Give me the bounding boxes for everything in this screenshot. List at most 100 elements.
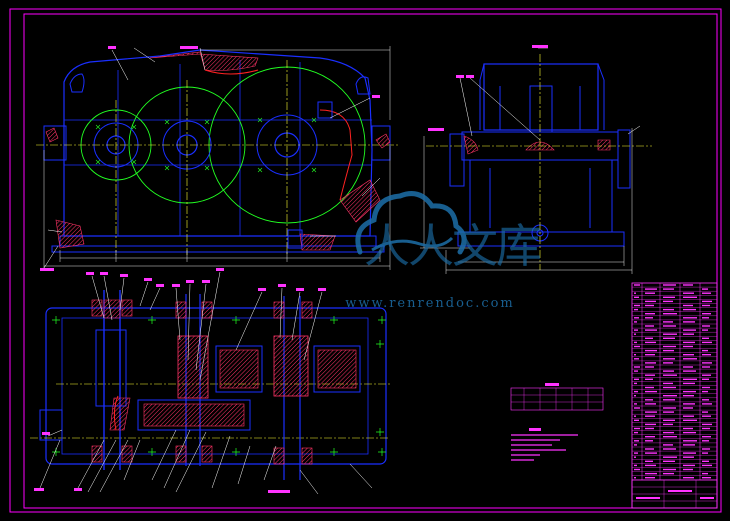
parts-cell-mark — [645, 304, 654, 307]
parts-cell-mark — [683, 358, 697, 360]
parts-cell-mark — [683, 440, 697, 442]
parts-cell-mark — [683, 296, 697, 298]
parts-cell-mark — [702, 304, 710, 307]
plan-section-view — [30, 268, 390, 495]
parts-cell-mark — [645, 423, 656, 426]
parts-cell-mark — [663, 321, 673, 323]
parts-cell-mark — [634, 464, 637, 467]
parts-cell-mark — [683, 345, 693, 348]
parts-cell-mark — [634, 284, 640, 286]
parts-cell-mark — [702, 349, 708, 352]
parts-cell-mark — [634, 378, 639, 380]
parts-cell-mark — [702, 472, 708, 475]
parts-cell-mark — [645, 452, 657, 454]
parts-cell-mark — [663, 300, 673, 303]
parts-cell-mark — [663, 460, 675, 462]
parts-cell-mark — [663, 362, 673, 364]
parts-cell-mark — [683, 366, 693, 368]
parts-cell-mark — [663, 358, 675, 360]
parts-cell-mark — [645, 386, 654, 389]
parts-cell-mark — [702, 317, 709, 319]
parts-cell-mark — [663, 423, 673, 426]
parts-cell-mark — [683, 427, 693, 430]
parts-cell-mark — [683, 403, 695, 405]
inner-frame — [23, 13, 718, 509]
parts-cell-mark — [702, 460, 709, 462]
parts-cell-mark — [634, 366, 640, 368]
parts-cell-mark — [663, 337, 675, 339]
parts-cell-mark — [683, 321, 695, 323]
parts-cell-mark — [645, 366, 654, 368]
parts-cell-mark — [683, 304, 693, 307]
parts-cell-mark — [645, 440, 653, 442]
parts-cell-mark — [645, 436, 655, 438]
parts-cell-mark — [645, 349, 657, 352]
parts-cell-mark — [683, 317, 697, 319]
parts-cell-mark — [683, 456, 694, 458]
parts-cell-mark — [683, 382, 695, 385]
parts-cell-mark — [683, 477, 694, 479]
parts-cell-mark — [634, 321, 637, 323]
parts-cell-mark — [634, 395, 636, 397]
parts-cell-mark — [634, 382, 637, 385]
parts-cell-mark — [634, 333, 636, 335]
parts-cell-mark — [702, 403, 712, 405]
parts-cell-mark — [634, 329, 638, 331]
parts-cell-mark — [645, 411, 657, 413]
parts-cell-mark — [645, 354, 655, 356]
parts-cell-mark — [645, 460, 653, 462]
parts-cell-mark — [683, 284, 693, 286]
parts-cell-mark — [663, 407, 676, 409]
parts-cell-mark — [683, 333, 694, 335]
cloud-logo-icon — [355, 191, 467, 255]
parts-cell-mark — [663, 382, 673, 385]
parts-cell-mark — [645, 427, 654, 430]
parts-cell-mark — [645, 477, 655, 479]
parts-cell-mark — [683, 468, 693, 471]
parts-cell-mark — [663, 288, 674, 290]
parts-cell-mark — [634, 358, 639, 360]
parts-cell-mark — [702, 448, 710, 450]
parts-cell-mark — [634, 341, 637, 344]
parts-cell-mark — [683, 329, 696, 331]
parts-cell-mark — [645, 317, 653, 319]
parts-cell-mark — [663, 345, 676, 348]
parts-cell-mark — [702, 378, 709, 380]
parts-cell-mark — [645, 415, 655, 417]
parts-cell-mark — [702, 337, 709, 339]
parts-cell-mark — [683, 415, 694, 417]
parts-cell-mark — [645, 362, 656, 364]
parts-cell-mark — [683, 354, 694, 356]
parts-cell-mark — [645, 390, 657, 393]
parts-cell-mark — [645, 329, 657, 331]
parts-cell-mark — [645, 292, 655, 294]
parts-cell-mark — [634, 296, 639, 298]
parts-cell-mark — [702, 325, 710, 327]
watermark-url: www.renrendoc.com — [345, 296, 515, 311]
parts-cell-mark — [702, 427, 710, 430]
parts-cell-mark — [645, 378, 653, 380]
parts-cell-mark — [663, 325, 676, 327]
parts-cell-mark — [663, 419, 675, 421]
parts-cell-mark — [663, 296, 675, 298]
parts-cell-mark — [663, 411, 674, 413]
parts-cell-mark — [663, 431, 674, 434]
parts-cell-mark — [702, 436, 711, 438]
parts-cell-mark — [663, 349, 674, 352]
parts-cell-mark — [702, 313, 711, 315]
parts-cell-mark — [663, 436, 677, 438]
parts-list-table — [631, 282, 718, 509]
parts-cell-mark — [663, 448, 676, 450]
parts-cell-mark — [702, 362, 712, 364]
parts-cell-mark — [634, 415, 636, 417]
parts-cell-mark — [702, 292, 711, 294]
parts-cell-mark — [663, 284, 676, 286]
parts-cell-mark — [645, 374, 655, 376]
parts-cell-mark — [634, 317, 639, 319]
parts-cell-mark — [683, 444, 695, 446]
parts-cell-mark — [663, 370, 674, 372]
parts-cell-mark — [634, 440, 639, 442]
tech-notes-lines — [511, 434, 578, 461]
parts-cell-mark — [702, 366, 710, 368]
watermark-logo-text: 人人文库 — [364, 219, 540, 273]
